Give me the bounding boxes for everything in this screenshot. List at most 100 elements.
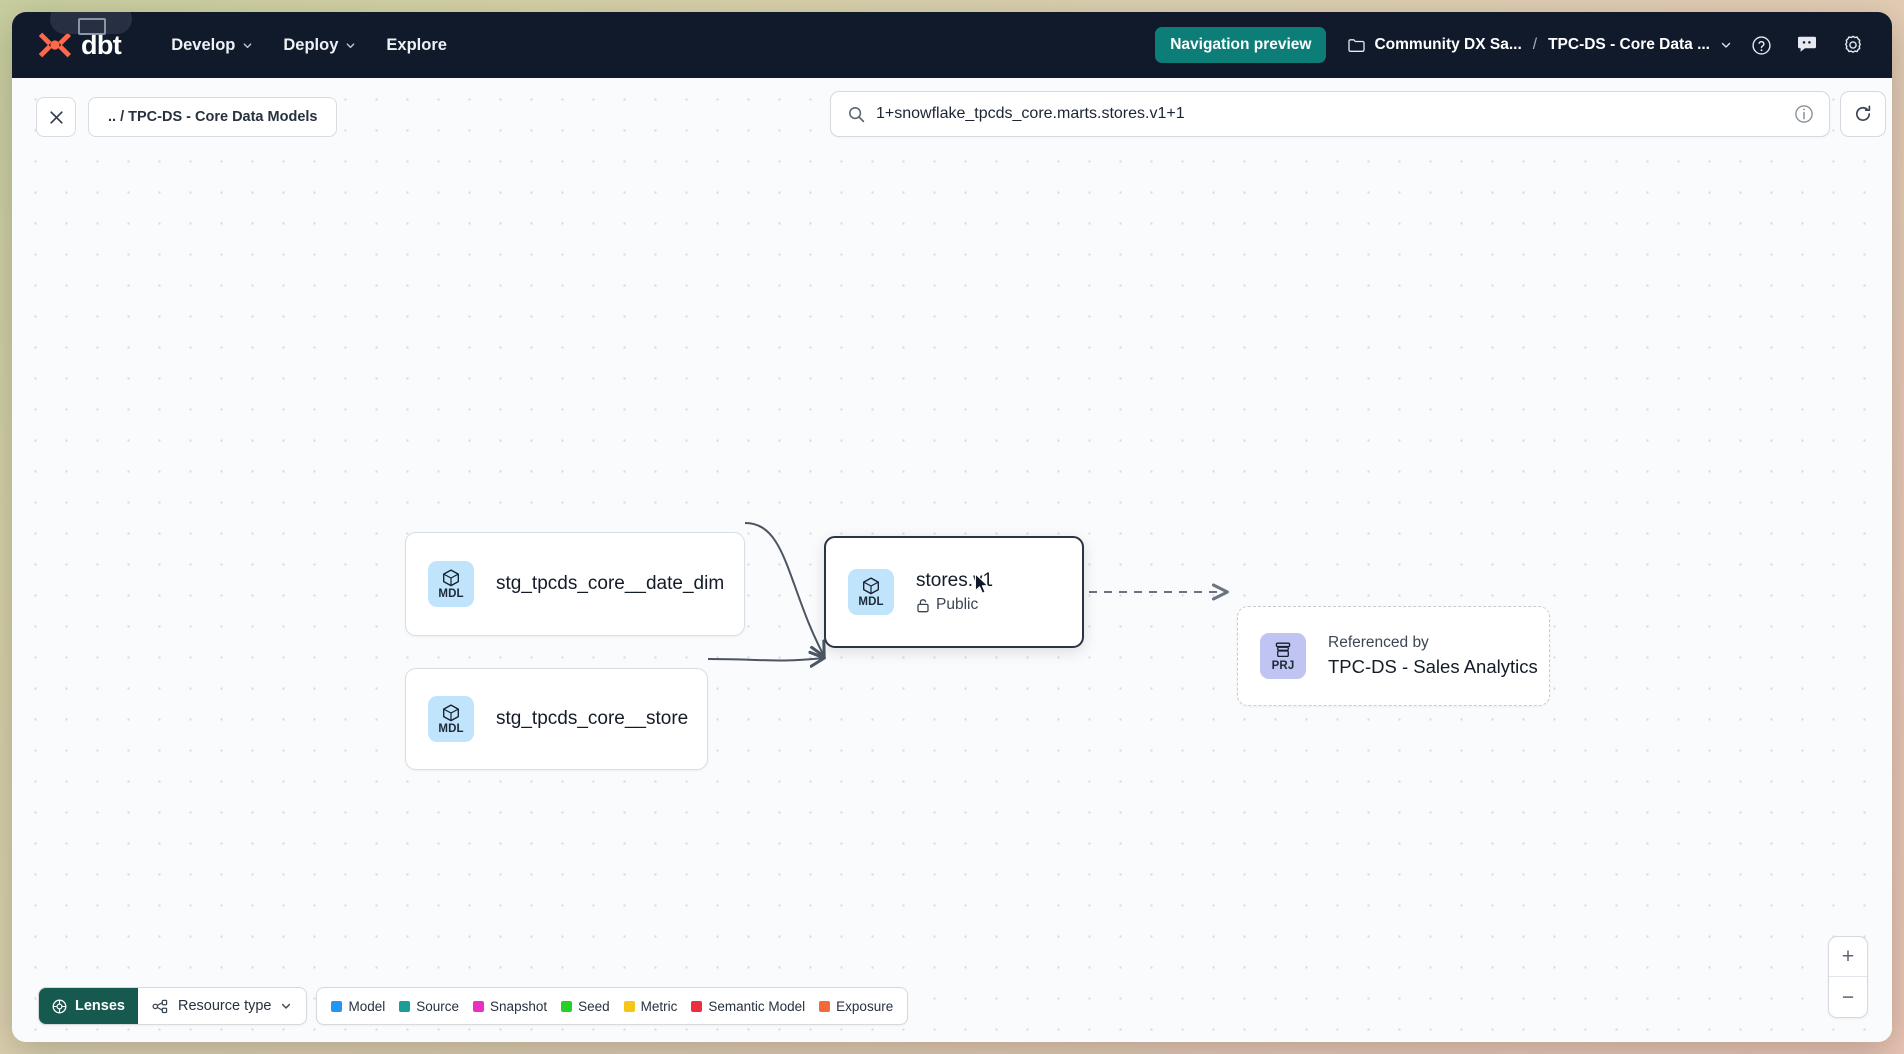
edge-layer bbox=[707, 522, 1892, 1042]
cube-icon bbox=[443, 704, 459, 722]
app-window: dbt Develop Deploy Explore Navigation pr… bbox=[12, 12, 1892, 1042]
legend-swatch bbox=[561, 1000, 573, 1012]
breadcrumb-project[interactable]: TPC-DS - Core Data ... bbox=[1548, 36, 1710, 53]
chevron-down-icon bbox=[282, 1003, 291, 1009]
nav-item-explore-label: Explore bbox=[386, 35, 447, 54]
legend-swatch bbox=[819, 1000, 831, 1012]
breadcrumb-separator: / bbox=[1532, 36, 1538, 53]
canvas-toolbar: .. / TPC-DS - Core Data Models bbox=[12, 91, 1892, 143]
node-body: stg_tpcds_core__store bbox=[496, 708, 688, 730]
node-kicker: Referenced by bbox=[1328, 634, 1429, 651]
legend-swatch bbox=[623, 1000, 635, 1012]
close-icon bbox=[49, 110, 63, 124]
graph-nodes-layer: MDL stg_tpcds_core__date_dim MDL stg_tpc… bbox=[12, 78, 1892, 1042]
legend-label: Seed bbox=[578, 998, 610, 1014]
graph-node-model-stores-v1[interactable]: MDL stores.v1 Public bbox=[824, 536, 1084, 648]
legend-swatch bbox=[473, 1000, 485, 1012]
nav-right-cluster: Navigation preview Community DX Sa... / … bbox=[1155, 27, 1870, 63]
lenses-button[interactable]: Lenses bbox=[39, 988, 138, 1024]
chevron-down-icon bbox=[243, 42, 252, 48]
cube-icon bbox=[863, 577, 879, 595]
resource-type-legend: Model Source Snapshot Seed Metric bbox=[316, 987, 909, 1025]
breadcrumb-account[interactable]: Community DX Sa... bbox=[1374, 36, 1522, 53]
graph-node-model-store[interactable]: MDL stg_tpcds_core__store bbox=[405, 668, 708, 770]
node-title: stg_tpcds_core__date_dim bbox=[496, 573, 725, 594]
node-access-badge: Public bbox=[916, 596, 993, 614]
legend-label: Exposure bbox=[836, 998, 894, 1014]
nav-item-develop-label: Develop bbox=[171, 35, 236, 54]
legend-label: Semantic Model bbox=[708, 998, 806, 1014]
window-tab-nub bbox=[50, 12, 132, 35]
navigation-preview-badge[interactable]: Navigation preview bbox=[1155, 27, 1327, 63]
cube-icon bbox=[443, 569, 459, 587]
legend-item-source: Source bbox=[399, 999, 459, 1014]
legend-item-snapshot: Snapshot bbox=[473, 999, 547, 1014]
refresh-button[interactable] bbox=[1840, 91, 1886, 137]
legend-item-metric: Metric bbox=[623, 998, 678, 1014]
node-title: TPC-DS - Sales Analytics bbox=[1328, 656, 1538, 677]
legend-label: Source bbox=[416, 998, 460, 1014]
dbt-mark-icon bbox=[38, 32, 71, 58]
node-body: Referenced by TPC-DS - Sales Analytics bbox=[1328, 634, 1538, 678]
legend-item-exposure: Exposure bbox=[819, 999, 893, 1014]
model-badge: MDL bbox=[848, 569, 894, 615]
project-badge-label: PRJ bbox=[1271, 659, 1295, 672]
lineage-canvas[interactable]: .. / TPC-DS - Core Data Models bbox=[12, 78, 1892, 1042]
nav-item-deploy[interactable]: Deploy bbox=[271, 28, 368, 63]
refresh-icon bbox=[1855, 105, 1871, 121]
legend-swatch bbox=[691, 1000, 703, 1012]
help-icon[interactable] bbox=[1744, 28, 1778, 62]
resource-type-dropdown[interactable]: Resource type bbox=[138, 988, 306, 1024]
gear-icon bbox=[1845, 35, 1861, 53]
project-badge: PRJ bbox=[1260, 633, 1306, 679]
legend-label: Snapshot bbox=[490, 998, 548, 1014]
resource-type-label: Resource type bbox=[177, 998, 272, 1014]
nav-item-develop[interactable]: Develop bbox=[159, 28, 265, 63]
canvas-breadcrumb[interactable]: .. / TPC-DS - Core Data Models bbox=[88, 97, 338, 137]
legend-item-seed: Seed bbox=[561, 999, 610, 1014]
legend-label: Metric bbox=[640, 998, 678, 1014]
search-input[interactable] bbox=[876, 105, 1793, 123]
lenses-label: Lenses bbox=[75, 998, 125, 1014]
nav-item-explore[interactable]: Explore bbox=[374, 28, 459, 63]
lens-icon bbox=[52, 999, 67, 1013]
nav-breadcrumb: Community DX Sa... / TPC-DS - Core Data … bbox=[1348, 36, 1732, 54]
model-badge-label: MDL bbox=[438, 722, 464, 735]
feedback-icon[interactable] bbox=[1790, 28, 1824, 62]
lenses-group: Lenses Resource type bbox=[38, 987, 308, 1025]
node-body: stg_tpcds_core__date_dim bbox=[496, 573, 724, 595]
chat-bubble-icon bbox=[1798, 36, 1816, 52]
nav-item-deploy-label: Deploy bbox=[283, 35, 339, 54]
legend-label: Model bbox=[348, 998, 386, 1014]
edge-store-to-stores bbox=[707, 658, 824, 661]
node-body: stores.v1 Public bbox=[916, 570, 993, 614]
model-badge: MDL bbox=[428, 696, 474, 742]
graph-node-project-sales-analytics[interactable]: PRJ Referenced by TPC-DS - Sales Analyti… bbox=[1237, 606, 1550, 706]
node-title: stg_tpcds_core__store bbox=[496, 708, 689, 729]
model-badge-label: MDL bbox=[438, 587, 464, 600]
legend-item-semantic-model: Semantic Model bbox=[691, 999, 805, 1014]
zoom-in-button[interactable]: + bbox=[1829, 937, 1867, 977]
chevron-down-icon bbox=[346, 42, 355, 48]
edge-date-dim-to-stores bbox=[744, 522, 824, 656]
model-badge: MDL bbox=[428, 561, 474, 607]
model-badge-label: MDL bbox=[858, 595, 884, 608]
legend-item-model: Model bbox=[331, 999, 385, 1014]
bottom-toolbar: Lenses Resource type bbox=[38, 987, 909, 1025]
nodes-icon bbox=[152, 999, 168, 1013]
top-navigation-bar: dbt Develop Deploy Explore Navigation pr… bbox=[12, 12, 1892, 78]
close-button[interactable] bbox=[36, 97, 76, 137]
settings-icon[interactable] bbox=[1836, 28, 1870, 62]
legend-swatch bbox=[331, 1000, 343, 1012]
search-icon bbox=[848, 106, 865, 122]
project-icon bbox=[1275, 642, 1291, 657]
graph-node-model-date-dim[interactable]: MDL stg_tpcds_core__date_dim bbox=[405, 532, 745, 636]
chevron-down-icon[interactable] bbox=[1720, 39, 1732, 51]
legend-swatch bbox=[399, 1000, 411, 1012]
folder-icon bbox=[1348, 38, 1366, 52]
node-title: stores.v1 bbox=[916, 570, 994, 591]
zoom-out-button[interactable]: − bbox=[1841, 985, 1855, 1009]
info-icon[interactable] bbox=[1793, 103, 1815, 125]
search-box[interactable] bbox=[830, 91, 1830, 137]
help-circle-icon bbox=[1751, 35, 1771, 55]
